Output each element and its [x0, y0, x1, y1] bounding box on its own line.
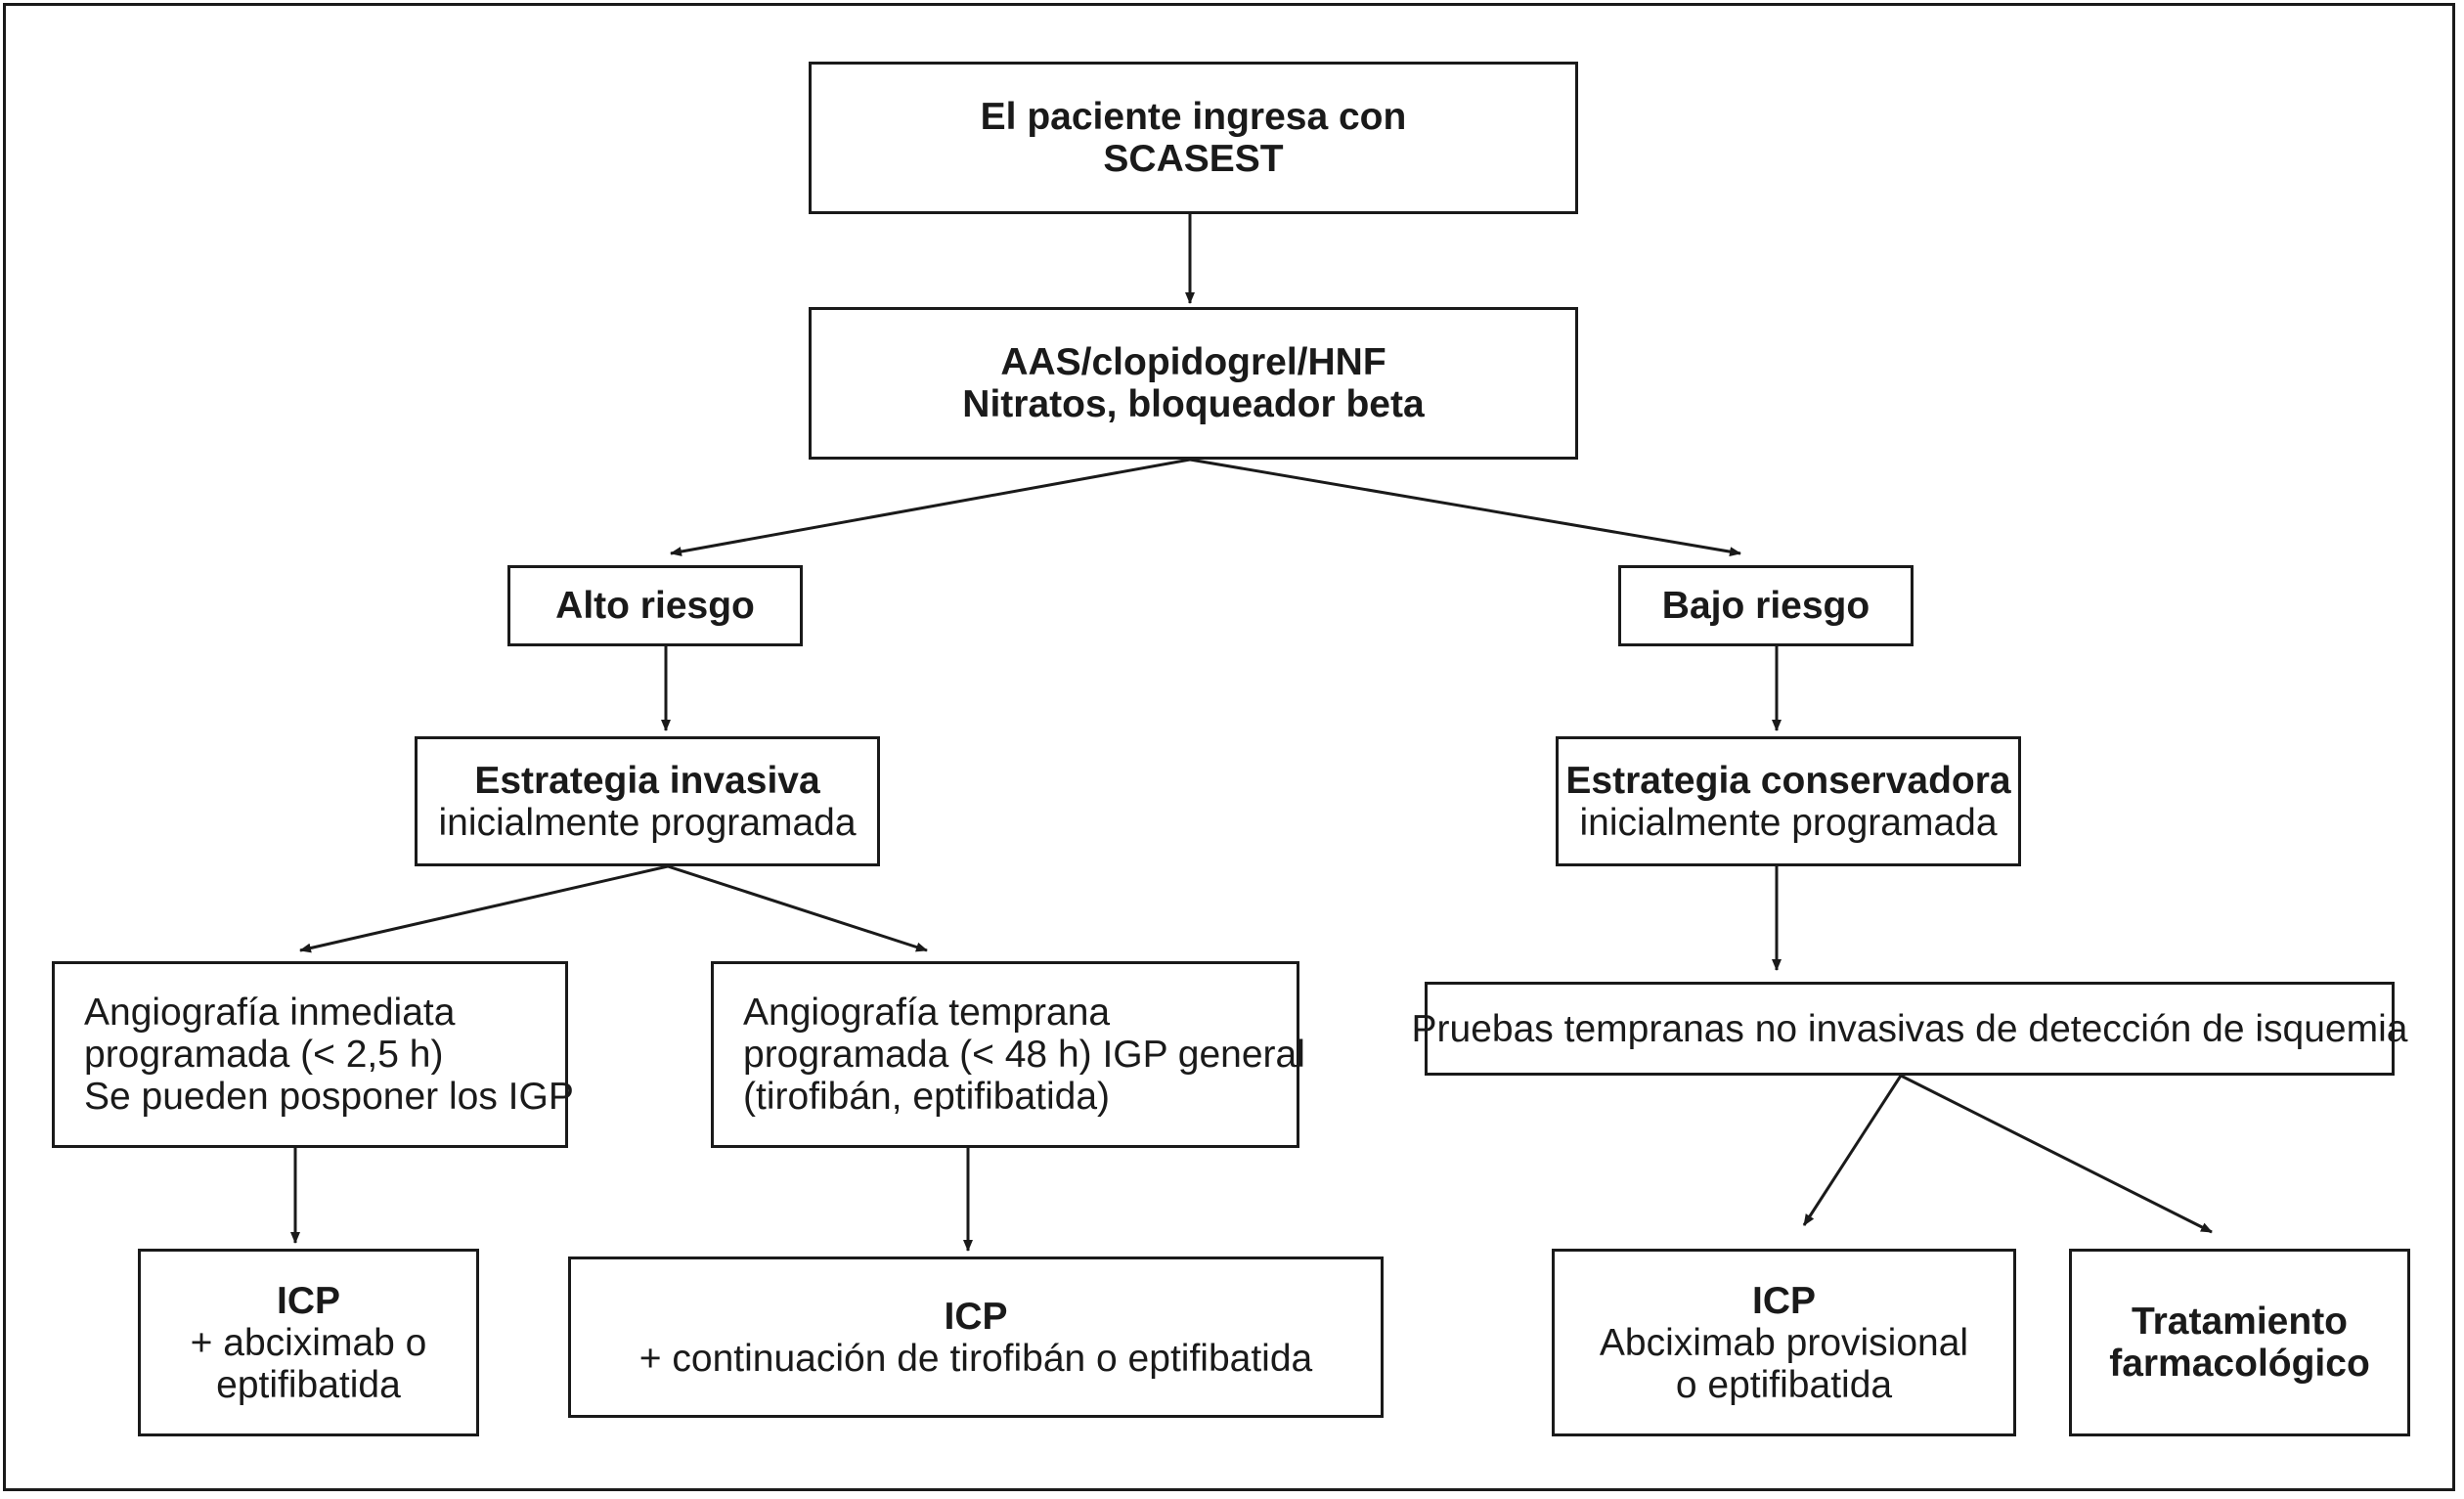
text-line: Abciximab provisional	[1599, 1321, 1969, 1364]
node-icp-abciximab-title: ICP	[277, 1280, 340, 1322]
text-line: Pruebas tempranas no invasivas de detecc…	[1411, 1007, 2408, 1050]
node-invasive-body: inicialmente programada	[438, 802, 856, 844]
text-line: Alto riesgo	[555, 585, 755, 627]
text-line: eptifibatida	[216, 1363, 401, 1406]
node-high-risk: Alto riesgo	[507, 565, 803, 646]
text-line: Estrategia invasiva	[474, 759, 820, 802]
text-line: Angiografía inmediata	[84, 992, 456, 1034]
node-icp-continuation-body: + continuación de tirofibán o eptifibati…	[639, 1338, 1312, 1380]
text-line: programada (< 48 h) IGP general	[743, 1034, 1305, 1076]
node-icp-continuation: ICP + continuación de tirofibán o eptifi…	[568, 1257, 1384, 1418]
arrow-invasive-to-immediate	[299, 864, 669, 953]
node-invasive-strategy: Estrategia invasiva inicialmente program…	[415, 736, 880, 866]
text-line: Tratamiento	[2131, 1301, 2349, 1343]
text-line: (tirofibán, eptifibatida)	[743, 1076, 1111, 1118]
arrow-noninvasive-to-pharmacologic	[1900, 1074, 2213, 1234]
node-low-risk: Bajo riesgo	[1618, 565, 1914, 646]
node-icp-provisional-title: ICP	[1752, 1280, 1816, 1322]
text-line: farmacológico	[2109, 1343, 2370, 1385]
arrow-treatment-to-low-risk	[1189, 458, 1741, 557]
node-invasive-title: Estrategia invasiva	[474, 760, 819, 802]
text-line: Bajo riesgo	[1661, 585, 1870, 627]
node-high-risk-title: Alto riesgo	[555, 585, 755, 627]
text-line: Nitratos, bloqueador beta	[962, 383, 1425, 425]
node-conservative-title: Estrategia conservadora	[1565, 760, 2010, 802]
text-line: inicialmente programada	[1579, 801, 1998, 844]
node-noninvasive-tests: Pruebas tempranas no invasivas de detecc…	[1412, 982, 2407, 1076]
text-line: + continuación de tirofibán o eptifibati…	[638, 1337, 1313, 1380]
node-noninvasive-body: Pruebas tempranas no invasivas de detecc…	[1412, 1008, 2408, 1050]
node-low-risk-title: Bajo riesgo	[1662, 585, 1870, 627]
text-line: Estrategia conservadora	[1565, 759, 2011, 802]
arrow-invasive-to-early	[667, 864, 928, 952]
text-line: inicialmente programada	[438, 801, 857, 844]
diagram-frame	[3, 3, 2455, 1491]
text-line: El paciente ingresa con	[980, 96, 1407, 138]
text-line: AAS/clopidogrel/HNF	[1000, 341, 1386, 383]
text-line: programada (< 2,5 h)	[84, 1034, 444, 1076]
text-line: Se pueden posponer los IGP	[84, 1076, 574, 1118]
node-conservative-strategy: Estrategia conservadora inicialmente pro…	[1556, 736, 2021, 866]
node-icp-continuation-title: ICP	[944, 1296, 1007, 1338]
arrow-noninvasive-to-icp-provisional	[1802, 1075, 1903, 1226]
text-line: ICP	[1751, 1279, 1816, 1322]
text-line: ICP	[276, 1279, 340, 1322]
text-line: + abciximab o	[190, 1321, 427, 1364]
text-line: Angiografía temprana	[743, 992, 1111, 1034]
text-line: SCASEST	[1103, 138, 1284, 180]
arrow-treatment-to-high-risk	[670, 458, 1191, 556]
text-line: ICP	[944, 1295, 1008, 1338]
text-line: o eptifibatida	[1675, 1363, 1893, 1406]
node-conservative-body: inicialmente programada	[1579, 802, 1997, 844]
